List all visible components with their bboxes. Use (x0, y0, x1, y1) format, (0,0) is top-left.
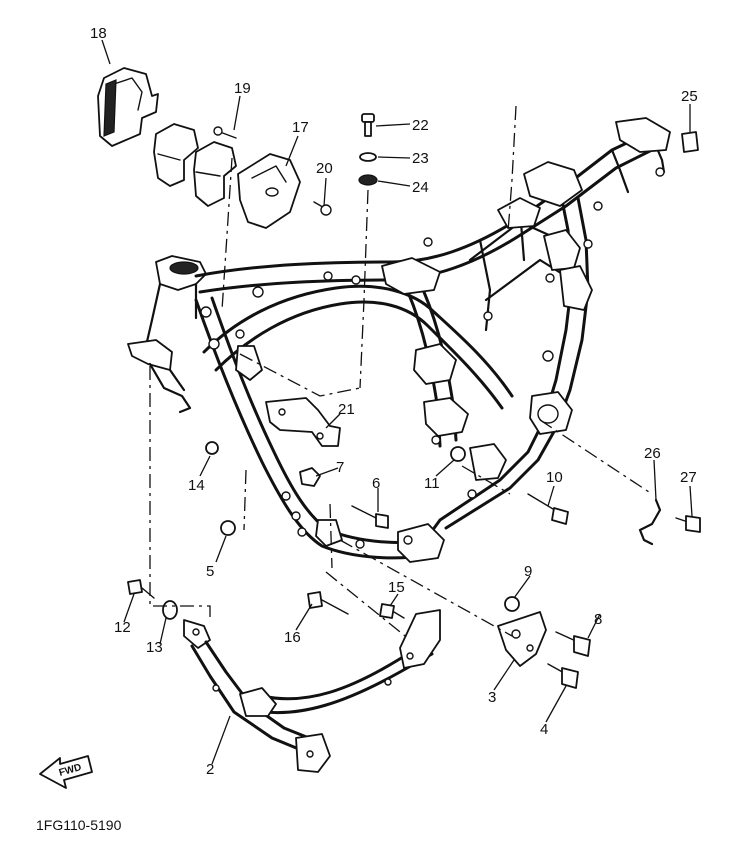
callout-18: 18 (90, 25, 107, 42)
callout-12: 12 (114, 619, 131, 636)
callout-20: 20 (316, 160, 333, 177)
part-12-bolt (127, 579, 155, 599)
part-18-cover (97, 67, 159, 147)
callout-16: 16 (284, 629, 301, 646)
part-14-nut (205, 441, 219, 455)
callout-15: 15 (388, 579, 405, 596)
part-23-washer (359, 152, 377, 162)
callout-11: 11 (424, 475, 440, 492)
part-22-bolt (361, 113, 375, 137)
callout-19: 19 (234, 80, 251, 97)
part-coils (153, 123, 237, 207)
callout-26: 26 (644, 445, 661, 462)
part-5-nut (220, 520, 236, 536)
callout-22: 22 (412, 117, 429, 134)
part-16-bolt (307, 591, 349, 615)
callout-9: 9 (524, 563, 532, 580)
callout-labels: 18 19 17 20 22 23 24 25 21 14 7 6 11 10 … (90, 25, 698, 778)
callout-3: 3 (488, 689, 496, 706)
part-21-bracket (265, 397, 341, 447)
callout-2: 2 (206, 761, 214, 778)
part-17-cover (237, 153, 301, 229)
callout-21: 21 (338, 401, 355, 418)
main-frame (127, 117, 671, 563)
callout-23: 23 (412, 150, 429, 167)
part-24-washer (358, 174, 378, 186)
part-13-washer (162, 600, 178, 620)
drawing-code: 1FG110-5190 (36, 817, 122, 833)
assembly-centerlines (149, 105, 653, 641)
callout-25: 25 (681, 88, 698, 105)
callout-13: 13 (146, 639, 163, 656)
callout-7: 7 (336, 459, 344, 476)
part-6-bolt (351, 505, 389, 529)
part-25-cap (681, 131, 699, 153)
callout-24: 24 (412, 179, 429, 196)
part-8-bolt (555, 631, 591, 657)
part-3-plate (497, 611, 547, 667)
part-20-bolt (313, 201, 332, 216)
part-4-bolt (547, 663, 579, 689)
part-2-lower-cradle (183, 609, 441, 773)
part-7-nut (299, 467, 321, 487)
callout-5: 5 (206, 563, 214, 580)
part-10-bolt (527, 493, 569, 525)
callout-8: 8 (594, 611, 602, 628)
leader-lines (101, 39, 693, 765)
part-11-nut (450, 446, 466, 462)
callout-4: 4 (540, 721, 548, 738)
part-9-nut (504, 596, 520, 612)
part-27-bolt (675, 515, 701, 533)
callout-17: 17 (292, 119, 309, 136)
part-26-clip (638, 498, 662, 546)
callout-27: 27 (680, 469, 697, 486)
fwd-arrow: FWD (39, 755, 93, 789)
callout-10: 10 (546, 469, 563, 486)
part-15-bolt (379, 603, 405, 619)
callout-14: 14 (188, 477, 205, 494)
part-19-bolt (213, 126, 237, 139)
callout-6: 6 (372, 475, 380, 492)
